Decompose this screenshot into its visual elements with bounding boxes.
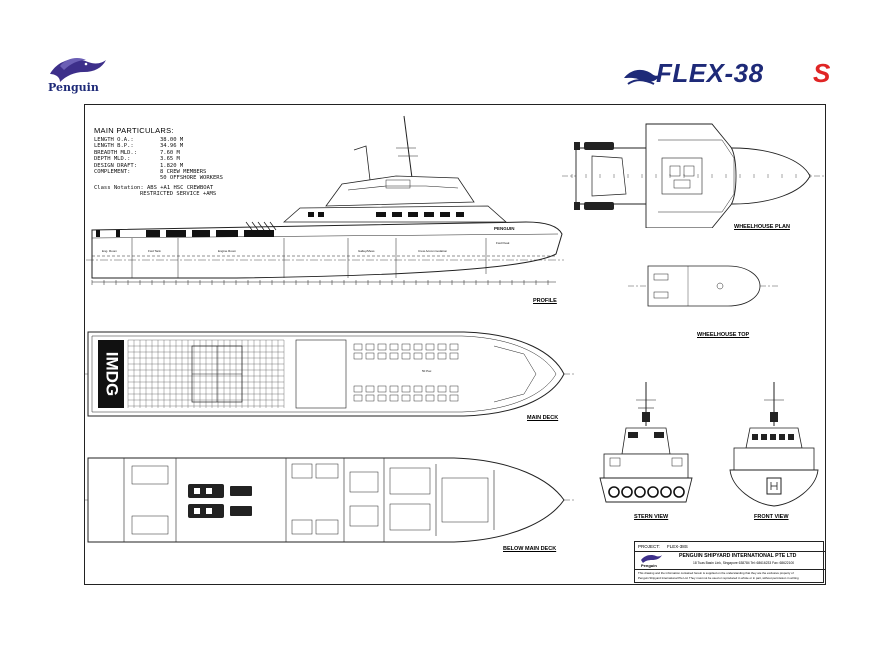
company-address: 18 Tuas Basin Link, Singapore 638784 Tel…	[693, 561, 795, 565]
hull-name: PENGUIN	[494, 226, 515, 231]
particulars-row: DESIGN DRAFT: 1.820 M	[94, 163, 254, 169]
main-deck-view: IMDG 50 Pax	[84, 331, 574, 417]
stern-view-label: STERN VIEW	[634, 514, 669, 520]
brand-model-text: FLEX-38	[656, 58, 764, 88]
below-main-deck-label: BELOW MAIN DECK	[503, 546, 557, 552]
particulars-row-value: 8 CREW MEMBERS	[160, 169, 207, 176]
particulars-row-label: LENGTH B.P.:	[94, 143, 134, 150]
class-notation-label: Class Notation:	[94, 184, 144, 191]
particulars-row-value: 7.60 M	[160, 149, 180, 156]
brand-suffix-text: S	[813, 58, 831, 88]
wheelhouse-top-view	[628, 265, 778, 307]
particulars-row-label: BREADTH MLD.:	[94, 149, 138, 156]
title-block-logo-text: Penguin	[641, 563, 657, 568]
penguin-logo: Penguin	[44, 52, 114, 96]
stern-view	[599, 382, 693, 503]
penguin-logo-text: Penguin	[48, 81, 99, 94]
compartment-label: Fwd Tank	[148, 249, 161, 253]
front-view	[729, 382, 819, 507]
particulars-row: DEPTH MLD.: 3.65 M	[94, 156, 254, 162]
company-name: PENGUIN SHIPYARD INTERNATIONAL PTE LTD	[679, 553, 797, 559]
particulars-row: LENGTH O.A.: 38.00 M	[94, 137, 254, 143]
compartment-label: Eng. Room	[102, 249, 118, 253]
particulars-row-label: LENGTH O.A.:	[94, 137, 134, 143]
disclaimer-line2: Penguin Shipyard International Pte Ltd. …	[638, 575, 799, 580]
class-notation-line2: RESTRICTED SERVICE +AMS	[140, 191, 217, 198]
particulars-row: BREADTH MLD.: 7.60 M	[94, 150, 254, 156]
particulars-row-value: 50 OFFSHORE WORKERS	[160, 175, 223, 182]
profile-view: PENGUIN Eng. Room Fwd Tank Engine Room G…	[86, 115, 564, 285]
particulars-title: MAIN PARTICULARS:	[94, 126, 174, 135]
imdg-marking: IMDG	[103, 352, 122, 396]
flex-38s-brand: FLEX-38 S	[622, 58, 842, 92]
particulars-row-value: 38.00 M	[160, 137, 184, 143]
particulars-row: 50 OFFSHORE WORKERS	[94, 175, 254, 181]
particulars-row-label: DEPTH MLD.:	[94, 156, 131, 163]
main-deck-label: MAIN DECK	[527, 415, 559, 421]
title-block: PROJECT: FLEX-38S Penguin PENGUIN SHIPYA…	[634, 541, 825, 583]
front-view-label: FRONT VIEW	[754, 514, 789, 520]
wheelhouse-top-label: WHEELHOUSE TOP	[697, 332, 750, 338]
class-notation-line1: ABS +A1 HSC CREWBOAT	[146, 184, 214, 191]
particulars-row-label: COMPLEMENT:	[94, 169, 131, 176]
project-label: PROJECT:	[638, 544, 660, 549]
particulars-row: COMPLEMENT: 8 CREW MEMBERS	[94, 169, 254, 175]
compartment-label: Crew Accommodation	[418, 249, 448, 253]
wave-swoosh-icon	[624, 69, 661, 85]
wheelhouse-plan-label: WHEELHOUSE PLAN	[734, 224, 790, 230]
seating-label: 50 Pax	[422, 369, 432, 373]
compartment-label: Engine Room	[218, 249, 237, 253]
compartment-label: Fwd Peak	[496, 241, 510, 245]
particulars-row: LENGTH B.P.: 34.96 M	[94, 143, 254, 149]
project-name: FLEX-38S	[667, 544, 688, 549]
particulars-row-value: 1.820 M	[160, 162, 184, 169]
penguin-bird-icon	[50, 58, 106, 82]
wheelhouse-plan-view	[562, 123, 824, 228]
particulars-row-value: 34.96 M	[160, 143, 184, 150]
profile-label: PROFILE	[533, 298, 557, 304]
particulars-row-label: DESIGN DRAFT:	[94, 162, 138, 169]
below-main-deck-view	[84, 457, 574, 543]
disclaimer-line1: This drawing and the information contain…	[638, 571, 794, 575]
particulars-row-value: 3.65 M	[160, 156, 180, 163]
compartment-label: Galley/Mess	[358, 249, 375, 253]
penguin-small-icon	[641, 555, 662, 563]
